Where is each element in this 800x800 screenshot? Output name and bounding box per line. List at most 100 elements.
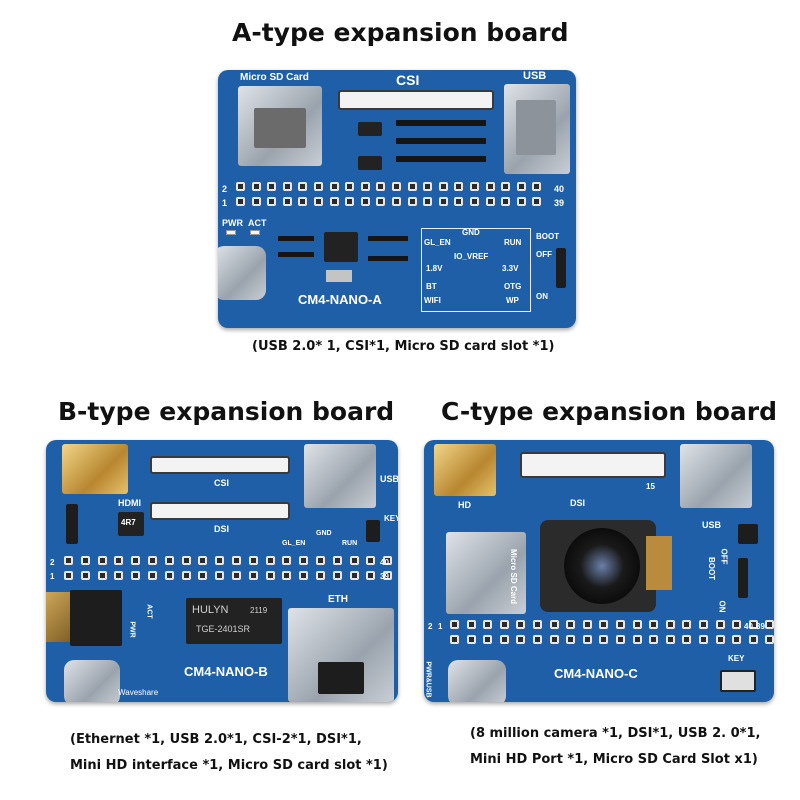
header-pin — [329, 197, 339, 206]
header-pin — [499, 635, 509, 644]
key-button[interactable] — [720, 670, 756, 692]
header-pin — [299, 571, 309, 580]
board-b-chip-part: TGE-2401SR — [196, 624, 251, 634]
side-switch[interactable] — [66, 504, 78, 544]
boot-switch[interactable] — [738, 558, 748, 598]
header-pin — [313, 182, 323, 191]
header-pin — [251, 197, 261, 206]
header-pin — [267, 182, 277, 191]
header-pin — [164, 556, 174, 565]
board-c-pin39: 39 — [756, 622, 765, 631]
mini-hdmi-port — [62, 444, 128, 494]
header-pin — [376, 197, 386, 206]
smd-components — [278, 236, 314, 241]
header-pin — [732, 635, 742, 644]
header-pin — [407, 182, 417, 191]
header-pin — [236, 182, 245, 191]
inductor-4r7 — [118, 512, 144, 536]
header-pin — [466, 620, 476, 629]
header-pin — [501, 182, 511, 191]
header-pin — [231, 556, 241, 565]
header-pin — [80, 571, 90, 580]
header-pin — [282, 571, 292, 580]
header-pin — [423, 197, 433, 206]
board-b-glen-label: GL_EN — [282, 540, 306, 547]
header-pin — [114, 571, 124, 580]
header-pin — [665, 620, 675, 629]
header-pin — [164, 571, 174, 580]
board-a-pwr-label: PWR — [222, 218, 243, 228]
board-b-pin2: 2 — [50, 558, 55, 567]
board-a-off-label: OFF — [536, 250, 552, 259]
header-pin — [236, 197, 245, 206]
header-pin — [499, 620, 509, 629]
header-pin — [315, 571, 325, 580]
header-pin — [632, 620, 642, 629]
header-pin — [450, 635, 459, 644]
header-pin — [715, 635, 725, 644]
header-pin — [282, 182, 292, 191]
header-pin — [181, 571, 191, 580]
board-a-pin2: 2 — [222, 184, 228, 194]
pwr-led — [226, 230, 236, 235]
header-pin — [376, 182, 386, 191]
board-a-wp-label: WP — [506, 296, 519, 305]
board-c-sd-label: Micro SD Card — [509, 548, 519, 605]
board-a-otg-label: OTG — [504, 282, 522, 291]
board-b-name: CM4-NANO-B — [184, 664, 268, 679]
board-c-off-label: OFF — [719, 548, 729, 565]
header-pin — [147, 556, 157, 565]
usb-port — [304, 444, 376, 508]
header-pin — [332, 556, 342, 565]
header-pin — [298, 182, 308, 191]
board-c-name: CM4-NANO-C — [554, 666, 638, 681]
audio-jack-body — [70, 590, 122, 646]
board-b-brand: Waveshare — [118, 688, 159, 697]
header-pin — [516, 182, 526, 191]
board-c-usb-label: USB — [702, 520, 722, 530]
ic-chip — [358, 156, 382, 170]
board-a-18v-label: 1.8V — [426, 264, 443, 273]
header-pin — [682, 635, 692, 644]
header-pin — [469, 197, 479, 206]
header-pin — [483, 620, 493, 629]
board-c-pwr-usb-label: PWR&USB — [424, 661, 432, 698]
board-b-hdmi-label: HDMI — [118, 498, 141, 508]
header-pin — [732, 620, 742, 629]
smd-components — [368, 256, 408, 261]
board-b-pin1: 1 — [50, 572, 55, 581]
header-pin — [391, 182, 401, 191]
header-pin — [349, 571, 359, 580]
header-pin — [632, 635, 642, 644]
board-a-wifi-label: WIFI — [424, 296, 441, 305]
header-pin — [698, 620, 708, 629]
board-a-pin40: 40 — [554, 184, 565, 194]
header-pin — [265, 571, 275, 580]
board-b-usb-label: USB — [380, 474, 398, 484]
boot-switch[interactable] — [556, 248, 566, 288]
header-pin — [698, 635, 708, 644]
board-a-iovref-label: IO_VREF — [454, 252, 489, 261]
small-button[interactable] — [738, 524, 758, 544]
key-button[interactable] — [366, 520, 380, 542]
header-pin — [450, 620, 459, 629]
ethernet-port-opening — [318, 662, 364, 694]
header-pin — [231, 571, 241, 580]
header-pin — [599, 635, 609, 644]
header-pin — [345, 182, 355, 191]
resistor-array — [396, 156, 486, 162]
header-pin — [315, 556, 325, 565]
header-pin — [438, 197, 448, 206]
header-pin — [407, 197, 417, 206]
ethernet-transformer — [186, 598, 282, 644]
header-pin — [267, 197, 277, 206]
board-b-act-label: ACT — [145, 604, 153, 619]
board-a-sd-label: Micro SD Card — [240, 72, 309, 83]
header-pin — [215, 556, 225, 565]
board-c-caption-line2: Mini HD Port *1, Micro SD Card Slot x1) — [470, 752, 758, 767]
csi-connector — [338, 90, 494, 110]
header-pin — [615, 620, 625, 629]
header-pin — [198, 556, 208, 565]
header-pin — [345, 197, 355, 206]
header-pin — [483, 635, 493, 644]
